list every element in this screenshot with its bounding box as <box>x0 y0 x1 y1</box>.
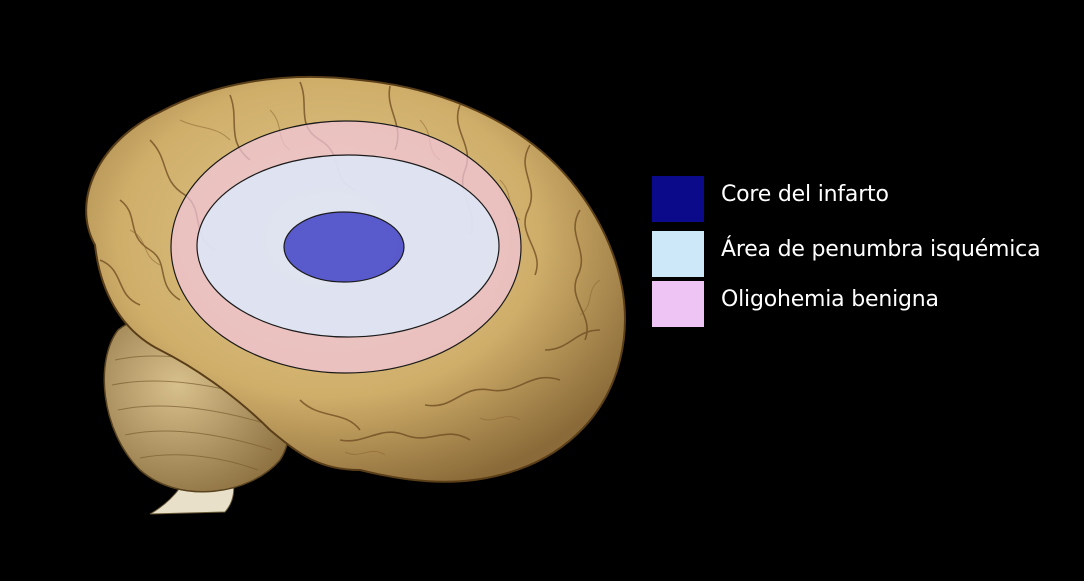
legend-swatch-oligohemia <box>652 281 704 327</box>
brain-illustration <box>0 0 660 581</box>
legend-label-core: Core del infarto <box>721 182 889 207</box>
core-zone <box>284 212 404 282</box>
legend-swatch-core <box>652 176 704 222</box>
legend-swatch-penumbra <box>652 231 704 277</box>
legend-item-penumbra: Área de penumbra isquémica <box>652 231 1082 277</box>
legend-label-penumbra: Área de penumbra isquémica <box>721 237 1040 262</box>
legend-item-oligohemia: Oligohemia benigna <box>652 281 1082 327</box>
legend-label-oligohemia: Oligohemia benigna <box>721 287 939 312</box>
legend-item-core: Core del infarto <box>652 176 1082 222</box>
